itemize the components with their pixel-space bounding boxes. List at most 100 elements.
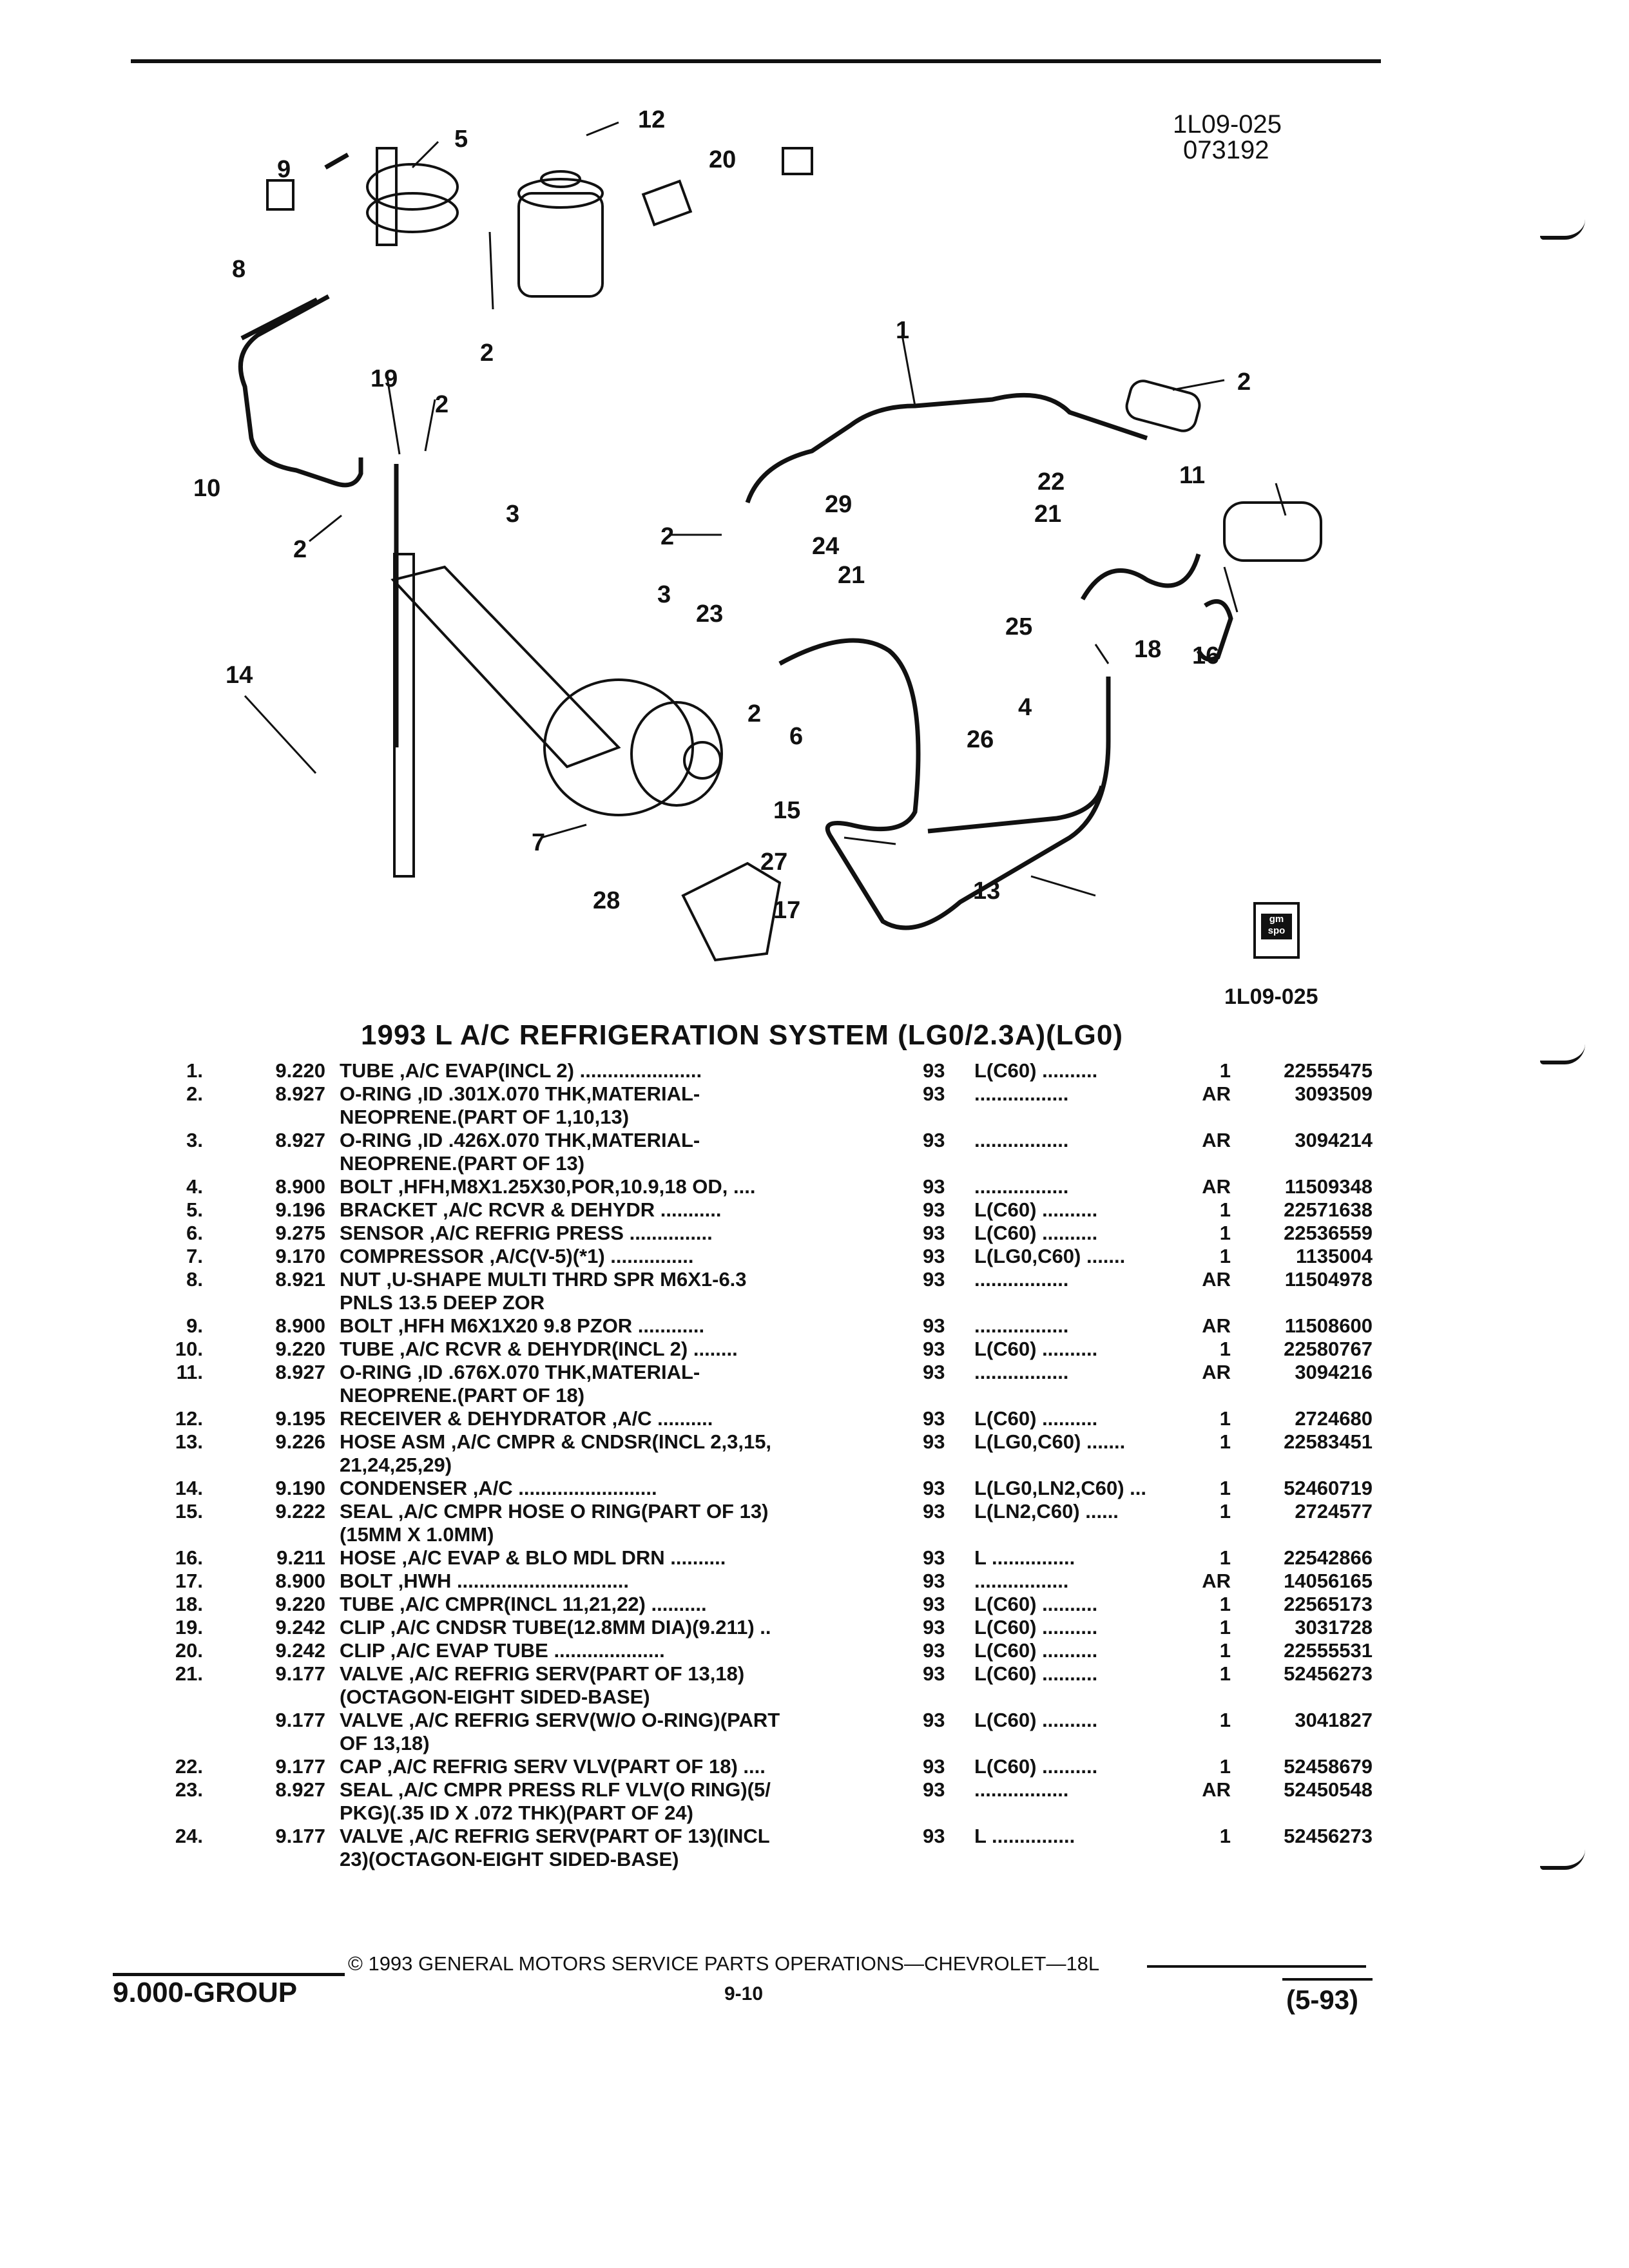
part-number: 22536559 [1284, 1222, 1373, 1244]
part-description: CONDENSER ,A/C ......................... [340, 1477, 657, 1499]
footer-rule-right [1282, 1978, 1373, 1981]
group-number: 9.222 [275, 1500, 325, 1523]
part-number: 2724577 [1295, 1500, 1373, 1523]
callout-2c: 2 [435, 391, 448, 418]
application: ................. [974, 1129, 1069, 1151]
callout-29: 29 [825, 491, 852, 518]
binding-mark [1540, 1044, 1585, 1064]
application: ................. [974, 1268, 1069, 1291]
callout-25: 25 [1005, 613, 1032, 640]
callout-12: 12 [638, 106, 665, 133]
part-description: O-RING ,ID .676X.070 THK,MATERIAL- [340, 1361, 700, 1383]
application: L(C60) .......... [974, 1059, 1098, 1082]
ref-date: 073192 [1183, 136, 1269, 164]
quantity: 1 [1219, 1245, 1231, 1267]
quantity: 1 [1219, 1546, 1231, 1569]
group-number: 9.170 [275, 1245, 325, 1267]
binding-mark [1540, 1849, 1585, 1870]
application: ................. [974, 1175, 1069, 1198]
binding-mark [1540, 219, 1585, 240]
part-number: 22580767 [1284, 1338, 1373, 1360]
quantity: AR [1202, 1361, 1231, 1383]
callout-1: 1 [896, 317, 909, 344]
model-year: 93 [923, 1222, 945, 1244]
part-number: 22571638 [1284, 1198, 1373, 1221]
drain-hose-illustration [1196, 599, 1233, 662]
application: ................. [974, 1314, 1069, 1337]
quantity: AR [1202, 1314, 1231, 1337]
quantity: 1 [1219, 1825, 1231, 1847]
item-number: 8. [186, 1268, 203, 1291]
part-description: CAP ,A/C REFRIG SERV VLV(PART OF 18) ...… [340, 1755, 766, 1778]
model-year: 93 [923, 1361, 945, 1383]
callout-8: 8 [232, 256, 246, 283]
part-description-continued: NEOPRENE.(PART OF 1,10,13) [340, 1106, 630, 1128]
quantity: 1 [1219, 1430, 1231, 1453]
part-description-continued: 23)(OCTAGON-EIGHT SIDED-BASE) [340, 1848, 679, 1870]
application: L(C60) .......... [974, 1222, 1098, 1244]
part-number: 11508600 [1284, 1314, 1373, 1337]
model-year: 93 [923, 1198, 945, 1221]
part-description-continued: (OCTAGON-EIGHT SIDED-BASE) [340, 1686, 650, 1708]
quantity: 1 [1219, 1616, 1231, 1639]
application: ................. [974, 1570, 1069, 1592]
item-number: 4. [186, 1175, 203, 1198]
receiver-dehydrator-illustration [517, 170, 604, 298]
group-number: 9.220 [275, 1338, 325, 1360]
callout-15: 15 [773, 797, 800, 824]
callout-5: 5 [454, 126, 468, 153]
quantity: AR [1202, 1778, 1231, 1801]
item-number: 23. [175, 1778, 203, 1801]
part-number: 22555475 [1284, 1059, 1373, 1082]
quantity: AR [1202, 1570, 1231, 1592]
compressor-bracket-illustration [681, 861, 782, 962]
diagram-ref-code: 1L09-025 [1224, 985, 1318, 1009]
group-number: 9.242 [275, 1616, 325, 1639]
logo-text: gm spo [1261, 914, 1292, 939]
model-year: 93 [923, 1245, 945, 1267]
part-description: BRACKET ,A/C RCVR & DEHYDR ........... [340, 1198, 722, 1221]
part-description: COMPRESSOR ,A/C(V-5)(*1) ............... [340, 1245, 694, 1267]
group-number: 9.220 [275, 1059, 325, 1082]
quantity: 1 [1219, 1709, 1231, 1731]
part-description-continued: NEOPRENE.(PART OF 18) [340, 1384, 585, 1407]
model-year: 93 [923, 1082, 945, 1105]
quantity: AR [1202, 1082, 1231, 1105]
part-description: O-RING ,ID .426X.070 THK,MATERIAL- [340, 1129, 700, 1151]
callout-7: 7 [532, 829, 545, 856]
application: L(LG0,C60) ....... [974, 1245, 1126, 1267]
part-description: SEAL ,A/C CMPR PRESS RLF VLV(O RING)(5/ [340, 1778, 771, 1801]
part-number: 52450548 [1284, 1778, 1373, 1801]
item-number: 21. [175, 1662, 203, 1685]
callout-13: 13 [973, 878, 1000, 905]
application: L(C60) .......... [974, 1662, 1098, 1685]
group-number: 9.195 [275, 1407, 325, 1430]
item-number: 14. [175, 1477, 203, 1499]
application: L(C60) .......... [974, 1709, 1098, 1731]
model-year: 93 [923, 1593, 945, 1615]
item-number: 12. [175, 1407, 203, 1430]
callout-24: 24 [812, 533, 839, 560]
part-number: 52460719 [1284, 1477, 1373, 1499]
callout-6: 6 [789, 723, 803, 750]
callout-26: 26 [967, 726, 994, 753]
model-year: 93 [923, 1500, 945, 1523]
part-description-continued: (15MM X 1.0MM) [340, 1523, 494, 1546]
quantity: 1 [1219, 1477, 1231, 1499]
model-year: 93 [923, 1338, 945, 1360]
parts-row-continuation: NEOPRENE.(PART OF 18) [0, 1384, 1629, 1407]
callout-21a: 21 [1034, 501, 1061, 528]
callout-23: 23 [696, 601, 723, 628]
evap-clip-illustration [641, 147, 813, 227]
item-number: 5. [186, 1198, 203, 1221]
